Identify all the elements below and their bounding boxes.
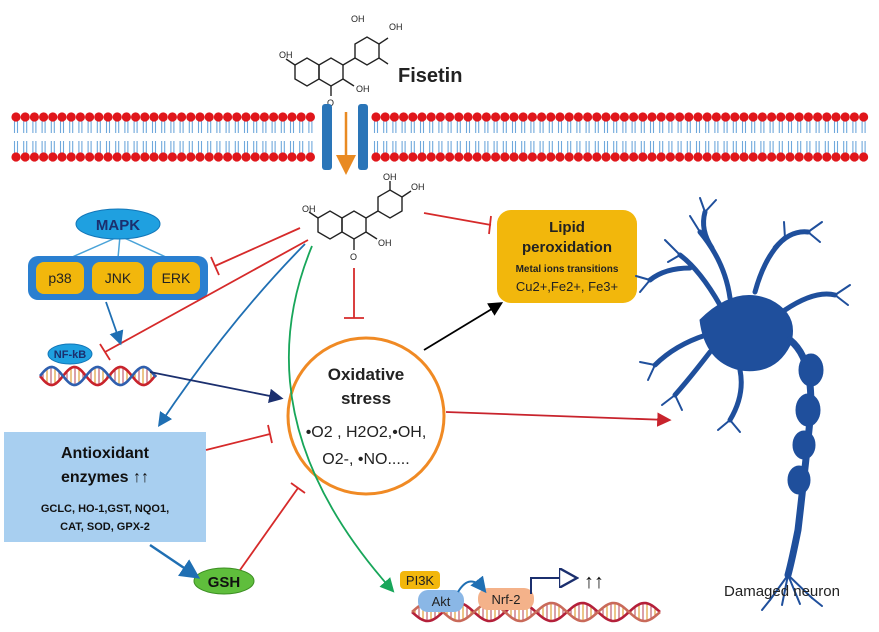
nrf2-label: Nrf-2 (492, 592, 521, 607)
lipid-subtitle: Metal ions transitions (516, 264, 619, 275)
erk-box (152, 262, 200, 294)
fisetin-oh-label-3: OH (389, 22, 403, 32)
akt-to-nrf2-arrow (457, 575, 487, 594)
antioxidant-to-gsh-arrow (149, 543, 201, 579)
antioxidant-inhibit-oxidative (205, 433, 271, 451)
antioxidant-enzymes-line2: CAT, SOD, GPX-2 (60, 521, 150, 533)
lipid-title-line2: peroxidation (522, 239, 612, 256)
inside-oh-label-4: OH (378, 238, 392, 248)
nfkb-label: NF-kB (54, 349, 86, 361)
damaged-neuron (635, 197, 851, 611)
mapk-to-nfkb-arrow (105, 301, 124, 346)
oxidative-to-neuron-arrow (445, 411, 672, 427)
cell-membrane (11, 112, 869, 162)
lipid-ions: Cu2+,Fe2+, Fe3+ (516, 279, 618, 294)
fisetin-oh-label-4: OH (356, 84, 370, 94)
gsh-inhibit-oxidative (239, 487, 299, 571)
neuron-label: Damaged neuron (724, 583, 840, 600)
nfkb-to-oxidative-arrow (149, 371, 284, 403)
inside-carbonyl-label: O (350, 252, 357, 262)
oxidative-line1: Oxidative (328, 365, 405, 384)
fisetin-carbonyl-label: O (327, 98, 334, 108)
inside-oh-label-2: OH (383, 172, 397, 182)
inhibit-mapk (214, 227, 301, 267)
akt-label: Akt (432, 594, 451, 609)
erk-label: ERK (162, 270, 191, 286)
oxidative-stress-circle (286, 336, 446, 496)
inside-oh-label-3: OH (411, 182, 425, 192)
fisetin-molecule-inside (308, 181, 412, 250)
fisetin-to-antioxidant-arrow (157, 243, 306, 427)
upregulation-arrows: ↑↑ (584, 571, 604, 593)
lipid-title-line1: Lipid (549, 219, 585, 236)
oxidative-line2: stress (341, 389, 391, 408)
antioxidant-title-line2: enzymes ↑↑ (61, 469, 149, 486)
nrf2-transcription-arrow (530, 578, 575, 594)
oxidative-species-2: O2-, •NO..... (322, 451, 409, 468)
fisetin-to-nrf2-arrow (288, 245, 395, 593)
inhibit-nfkb (104, 239, 309, 353)
gsh-label: GSH (208, 574, 241, 591)
jnk-label: JNK (105, 270, 132, 286)
pi3k-label: PI3K (406, 573, 435, 588)
membrane-channel-right (358, 104, 368, 170)
antioxidant-enzymes-line1: GCLC, HO-1,GST, NQO1, (41, 503, 169, 515)
inside-oh-label-1: OH (302, 204, 316, 214)
fisetin-title: Fisetin (398, 65, 462, 87)
antioxidant-enzymes-box (4, 432, 206, 542)
akt-box (418, 590, 464, 612)
inhibition-lines (99, 212, 492, 571)
nfkb-dna-helix (39, 365, 157, 387)
gsh-badge (193, 567, 255, 595)
antioxidant-title-line1: Antioxidant (61, 445, 150, 462)
lipid-peroxidation-box (497, 210, 637, 303)
p38-box (36, 262, 84, 294)
mapk-cluster: MAPK p38 JNK ERK (28, 208, 208, 300)
oxidative-species-1: •O2 , H2O2,•OH, (306, 424, 427, 441)
inhibit-lipid-peroxidation (423, 212, 492, 226)
oxidative-to-lipid-arrow (423, 302, 504, 351)
fisetin-oh-label-1: OH (279, 50, 293, 60)
nrf2-box (478, 588, 534, 610)
p38-label: p38 (48, 270, 72, 286)
jnk-box (92, 262, 144, 294)
pi3k-box (400, 571, 440, 589)
fisetin-molecule-top (285, 36, 389, 96)
nfkb-badge (47, 343, 93, 365)
membrane-channel-left (322, 104, 332, 170)
mapk-label: MAPK (96, 217, 140, 234)
fisetin-oh-label-2: OH (351, 14, 365, 24)
